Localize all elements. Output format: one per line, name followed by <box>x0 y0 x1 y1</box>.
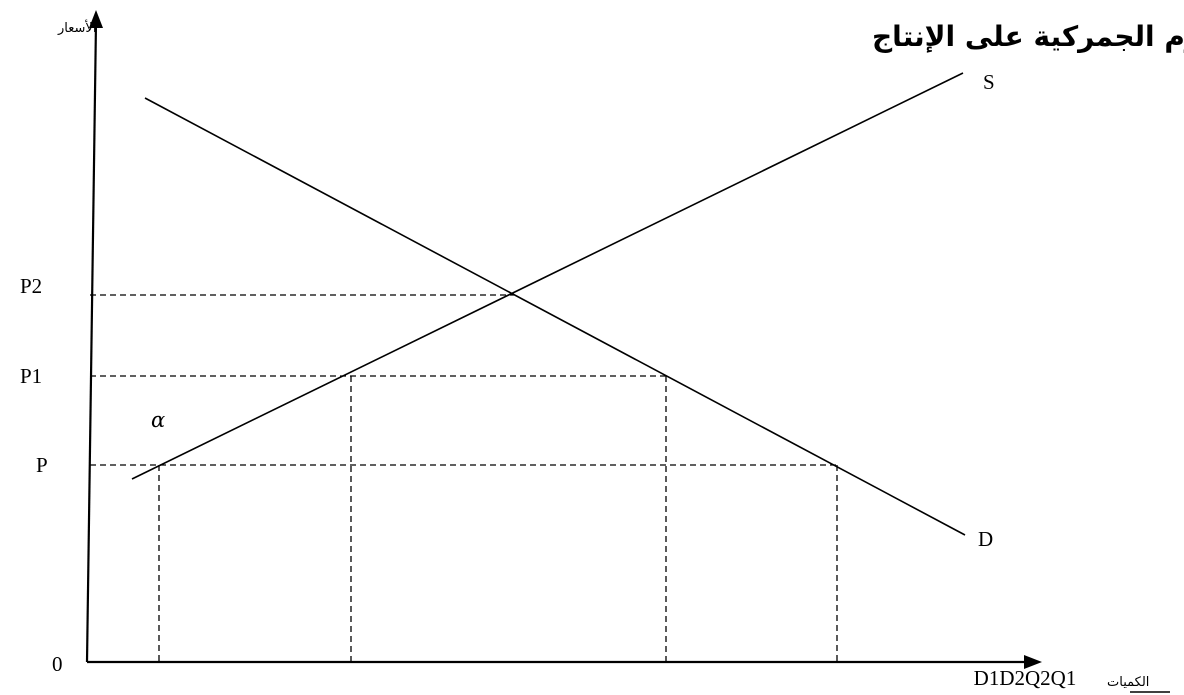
demand-label: D <box>978 527 993 551</box>
supply-curve <box>131 72 964 480</box>
axes <box>85 21 1026 664</box>
y-axis <box>85 21 98 663</box>
price-label-p1: P1 <box>20 364 42 388</box>
price-label-p: P <box>36 453 48 477</box>
figure-title: الشكل 2-2 : الآثار الإقتصادية لرسوم الجم… <box>872 20 1184 54</box>
x-axis-label: الكميات <box>1107 675 1149 690</box>
y-axis-arrow <box>89 10 103 28</box>
x-axis-arrow <box>1024 655 1042 669</box>
origin-label: 0 <box>52 652 63 676</box>
y-axis-label: الأسعار <box>57 19 96 36</box>
x-quantity-labels: D1D2Q2Q1 <box>974 666 1077 690</box>
supply-label: S <box>983 70 995 94</box>
guide-lines <box>90 294 838 662</box>
demand-curve <box>144 97 966 536</box>
price-label-p2: P2 <box>20 274 42 298</box>
angle-alpha-label: α <box>151 408 165 432</box>
